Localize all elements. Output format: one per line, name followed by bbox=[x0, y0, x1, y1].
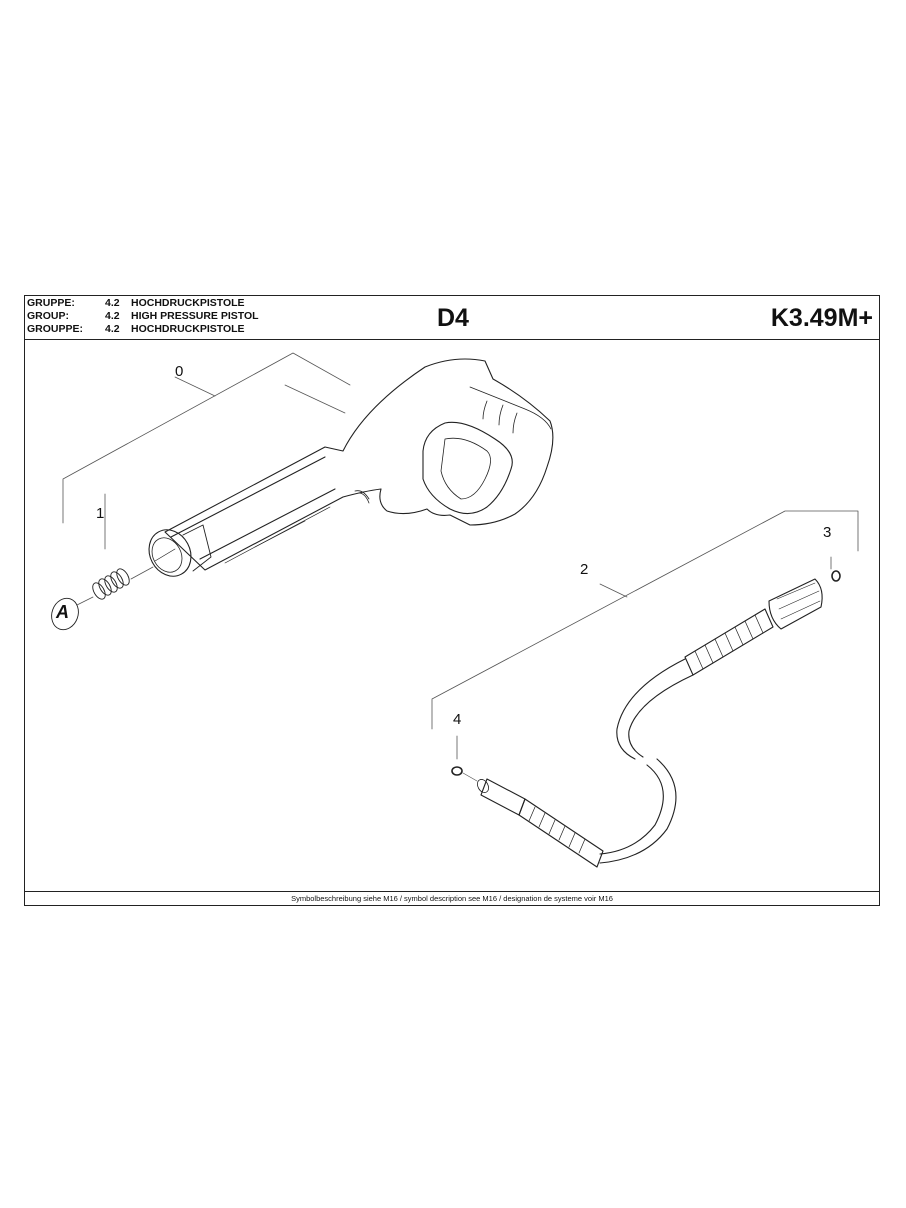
callout-4: 4 bbox=[453, 711, 462, 728]
group-label: GROUP: bbox=[27, 310, 69, 322]
group-row-de: GRUPPE: 4.2 HOCHDRUCKPISTOLE bbox=[27, 297, 259, 310]
group-number: 4.2 bbox=[105, 297, 120, 309]
marker-a-label: A bbox=[56, 602, 69, 622]
exploded-view-drawing: 0 1 2 3 4 A bbox=[25, 339, 879, 892]
parts-diagram-sheet: GRUPPE: 4.2 HOCHDRUCKPISTOLE GROUP: 4.2 … bbox=[24, 295, 880, 906]
group-number: 4.2 bbox=[105, 310, 120, 322]
group-name: HOCHDRUCKPISTOLE bbox=[131, 297, 245, 309]
callout-3: 3 bbox=[823, 524, 832, 541]
group-label: GROUPPE: bbox=[27, 323, 84, 335]
model-number: K3.49M+ bbox=[770, 304, 873, 332]
group-row-en: GROUP: 4.2 HIGH PRESSURE PISTOL bbox=[27, 310, 259, 323]
hose-drawing bbox=[451, 570, 841, 868]
callout-2: 2 bbox=[580, 561, 589, 578]
callout-0: 0 bbox=[175, 363, 184, 380]
group-label: GRUPPE: bbox=[27, 297, 75, 309]
group-row-fr: GROUPPE: 4.2 HOCHDRUCKPISTOLE bbox=[27, 323, 259, 336]
sheet-header: GRUPPE: 4.2 HOCHDRUCKPISTOLE GROUP: 4.2 … bbox=[25, 296, 879, 340]
group-name: HOCHDRUCKPISTOLE bbox=[131, 323, 245, 335]
sheet-id: D4 bbox=[437, 304, 469, 332]
pistol-drawing bbox=[148, 358, 554, 577]
group-name: HIGH PRESSURE PISTOL bbox=[131, 310, 259, 322]
leader-0 bbox=[62, 352, 351, 524]
spring-drawing bbox=[76, 493, 154, 606]
group-number: 4.2 bbox=[105, 323, 120, 335]
marker-a-symbol bbox=[51, 597, 79, 631]
footer-note: Symbolbeschreibung siehe M16 / symbol de… bbox=[25, 891, 879, 905]
callout-1: 1 bbox=[96, 505, 105, 522]
group-labels: GRUPPE: 4.2 HOCHDRUCKPISTOLE GROUP: 4.2 … bbox=[27, 297, 259, 336]
